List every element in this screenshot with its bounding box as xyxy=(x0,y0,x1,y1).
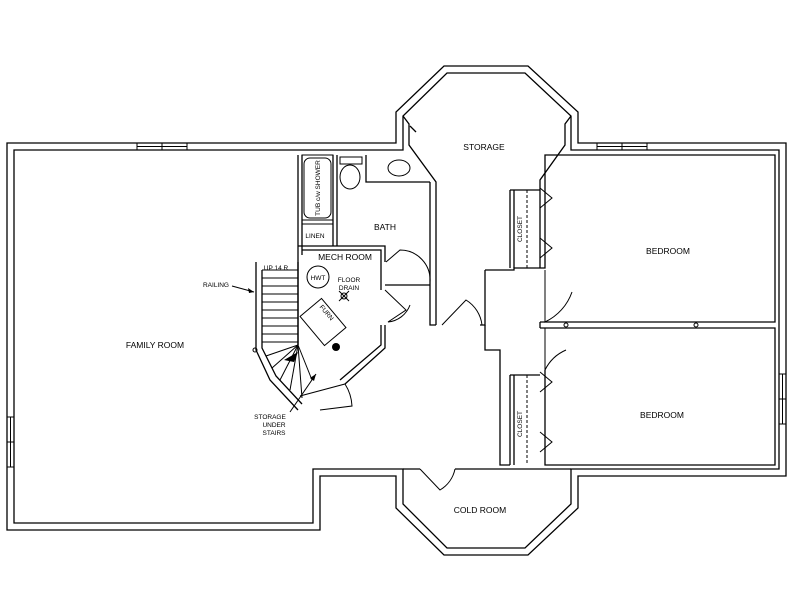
label-cold-room: COLD ROOM xyxy=(454,505,506,515)
label-storage-under-2: UNDER xyxy=(262,422,285,429)
label-stairs: UP 14 R xyxy=(264,265,289,272)
window-bedroom-right xyxy=(778,373,787,425)
hot-water-tank xyxy=(306,265,330,289)
door-under-stairs[interactable] xyxy=(299,383,353,411)
window-bedroom-top xyxy=(596,142,648,151)
staircase xyxy=(252,262,313,411)
door-mech[interactable] xyxy=(384,289,411,323)
door-bedroom-upper[interactable] xyxy=(544,270,573,323)
door-bedroom-lower[interactable] xyxy=(544,328,567,371)
door-bath[interactable] xyxy=(385,249,431,283)
label-closet-lower: CLOSET xyxy=(517,411,524,437)
label-tub: TUB c/w SHOWER xyxy=(315,160,322,216)
label-storage-under-3: STAIRS xyxy=(263,430,287,437)
toilet-bowl xyxy=(339,164,361,190)
label-closet-upper: CLOSET xyxy=(517,216,524,242)
exterior-wall-outer xyxy=(6,65,787,556)
flue-icon xyxy=(332,343,340,351)
label-furn: FURN xyxy=(318,304,335,323)
closet-lower-wall xyxy=(509,374,540,465)
sink xyxy=(387,159,411,177)
floor-drain-icon xyxy=(338,290,350,302)
label-mech-room: MECH ROOM xyxy=(318,252,372,262)
label-drain: DRAIN xyxy=(339,285,360,292)
label-hwt: HWT xyxy=(311,275,326,282)
label-floor: FLOOR xyxy=(338,277,361,284)
label-storage-under-1: STORAGE xyxy=(254,414,286,421)
label-railing: RAILING xyxy=(203,282,229,289)
door-storage[interactable] xyxy=(441,299,483,326)
window-family-room-top xyxy=(136,142,188,151)
label-storage: STORAGE xyxy=(463,142,505,152)
label-bedroom-lower: BEDROOM xyxy=(640,410,684,420)
window-family-room-left xyxy=(6,416,15,468)
label-family-room: FAMILY ROOM xyxy=(126,340,184,350)
storage-leader xyxy=(289,373,317,413)
label-bedroom-upper: BEDROOM xyxy=(646,246,690,256)
furnace xyxy=(299,297,347,347)
toilet-tank xyxy=(339,156,363,165)
label-linen: LINEN xyxy=(305,233,324,240)
label-bath: BATH xyxy=(374,222,396,232)
door-cold-room[interactable] xyxy=(419,468,456,491)
closet-upper-wall xyxy=(509,189,540,268)
